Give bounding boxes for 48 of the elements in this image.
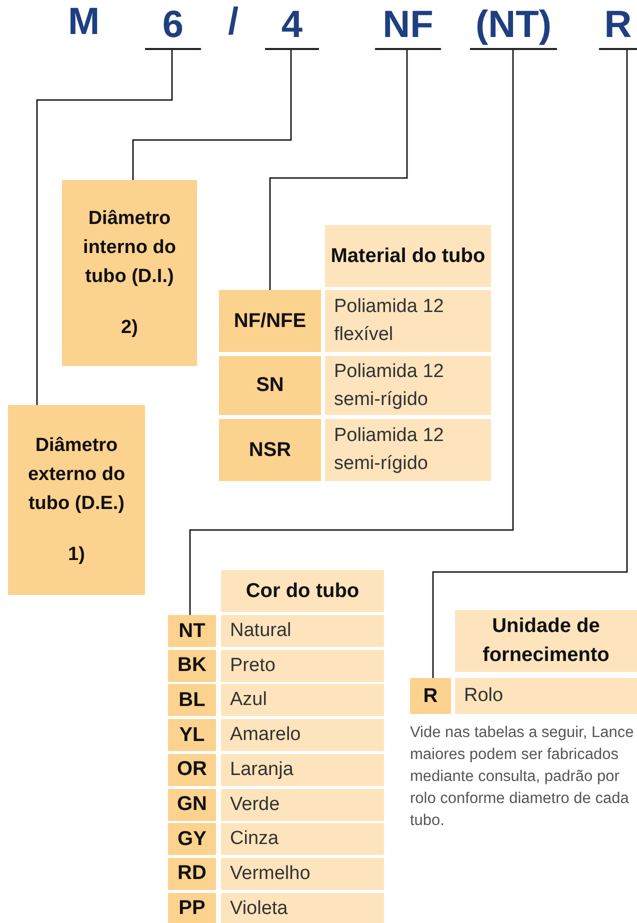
code-letter: M (68, 2, 100, 42)
option-code: GN (168, 788, 216, 820)
option-description: Preto (221, 650, 384, 682)
option-description: Azul (221, 684, 384, 716)
connector-line (269, 50, 408, 290)
code-segment: (NT) (470, 2, 557, 50)
option-description: Laranja (221, 754, 384, 786)
footnote-number: 2) (121, 316, 138, 340)
option-description: Amarelo (221, 719, 384, 752)
box-heading: Diâmetro externo do tubo (D.E.) (26, 434, 126, 516)
code-segment: 4 (265, 2, 319, 50)
description-box (8, 405, 145, 595)
box-heading: Diâmetro interno do tubo (D.I.) (82, 207, 177, 289)
option-code: RD (168, 858, 216, 890)
footnote-number: 1) (68, 543, 85, 567)
description-box (62, 180, 197, 366)
option-code: R (410, 678, 451, 714)
option-code: BK (168, 650, 216, 682)
option-code: NF/NFE (219, 290, 321, 352)
option-description: Vermelho (221, 858, 384, 890)
option-code: OR (168, 754, 216, 786)
option-description: Poliamida 12 flexível (325, 290, 491, 352)
option-description: Rolo (455, 678, 637, 714)
option-code: NT (168, 615, 216, 647)
connector-line (36, 50, 173, 405)
option-code: GY (168, 823, 216, 856)
table-heading: Cor do tubo (221, 570, 384, 612)
option-code: SN (219, 356, 321, 415)
option-code: NSR (219, 419, 321, 481)
option-code: YL (168, 719, 216, 752)
connector-line (189, 50, 514, 615)
option-description: Verde (221, 788, 384, 820)
option-description: Poliamida 12 semi-rígido (325, 419, 491, 481)
connector-line (432, 50, 628, 678)
option-code: BL (168, 684, 216, 716)
code-segment: NF (375, 2, 441, 50)
code-segment: 6 (145, 2, 201, 50)
code-segment: R (599, 2, 637, 50)
separator-symbol: / (228, 2, 239, 42)
table-heading: Material do tubo (325, 225, 491, 287)
option-description: Cinza (221, 823, 384, 856)
note-text: Vide nas tabelas a seguir, Lance maiores podem ser fabricados mediante consulta, padrão por rolo conforme diametro de cada tubo. (410, 723, 634, 831)
option-description: Natural (221, 615, 384, 647)
option-code: PP (168, 892, 216, 923)
connector-line (132, 50, 292, 180)
option-description: Violeta (221, 892, 384, 923)
table-heading: Unidade de fornecimento (455, 610, 637, 672)
option-description: Poliamida 12 semi-rígido (325, 356, 491, 415)
